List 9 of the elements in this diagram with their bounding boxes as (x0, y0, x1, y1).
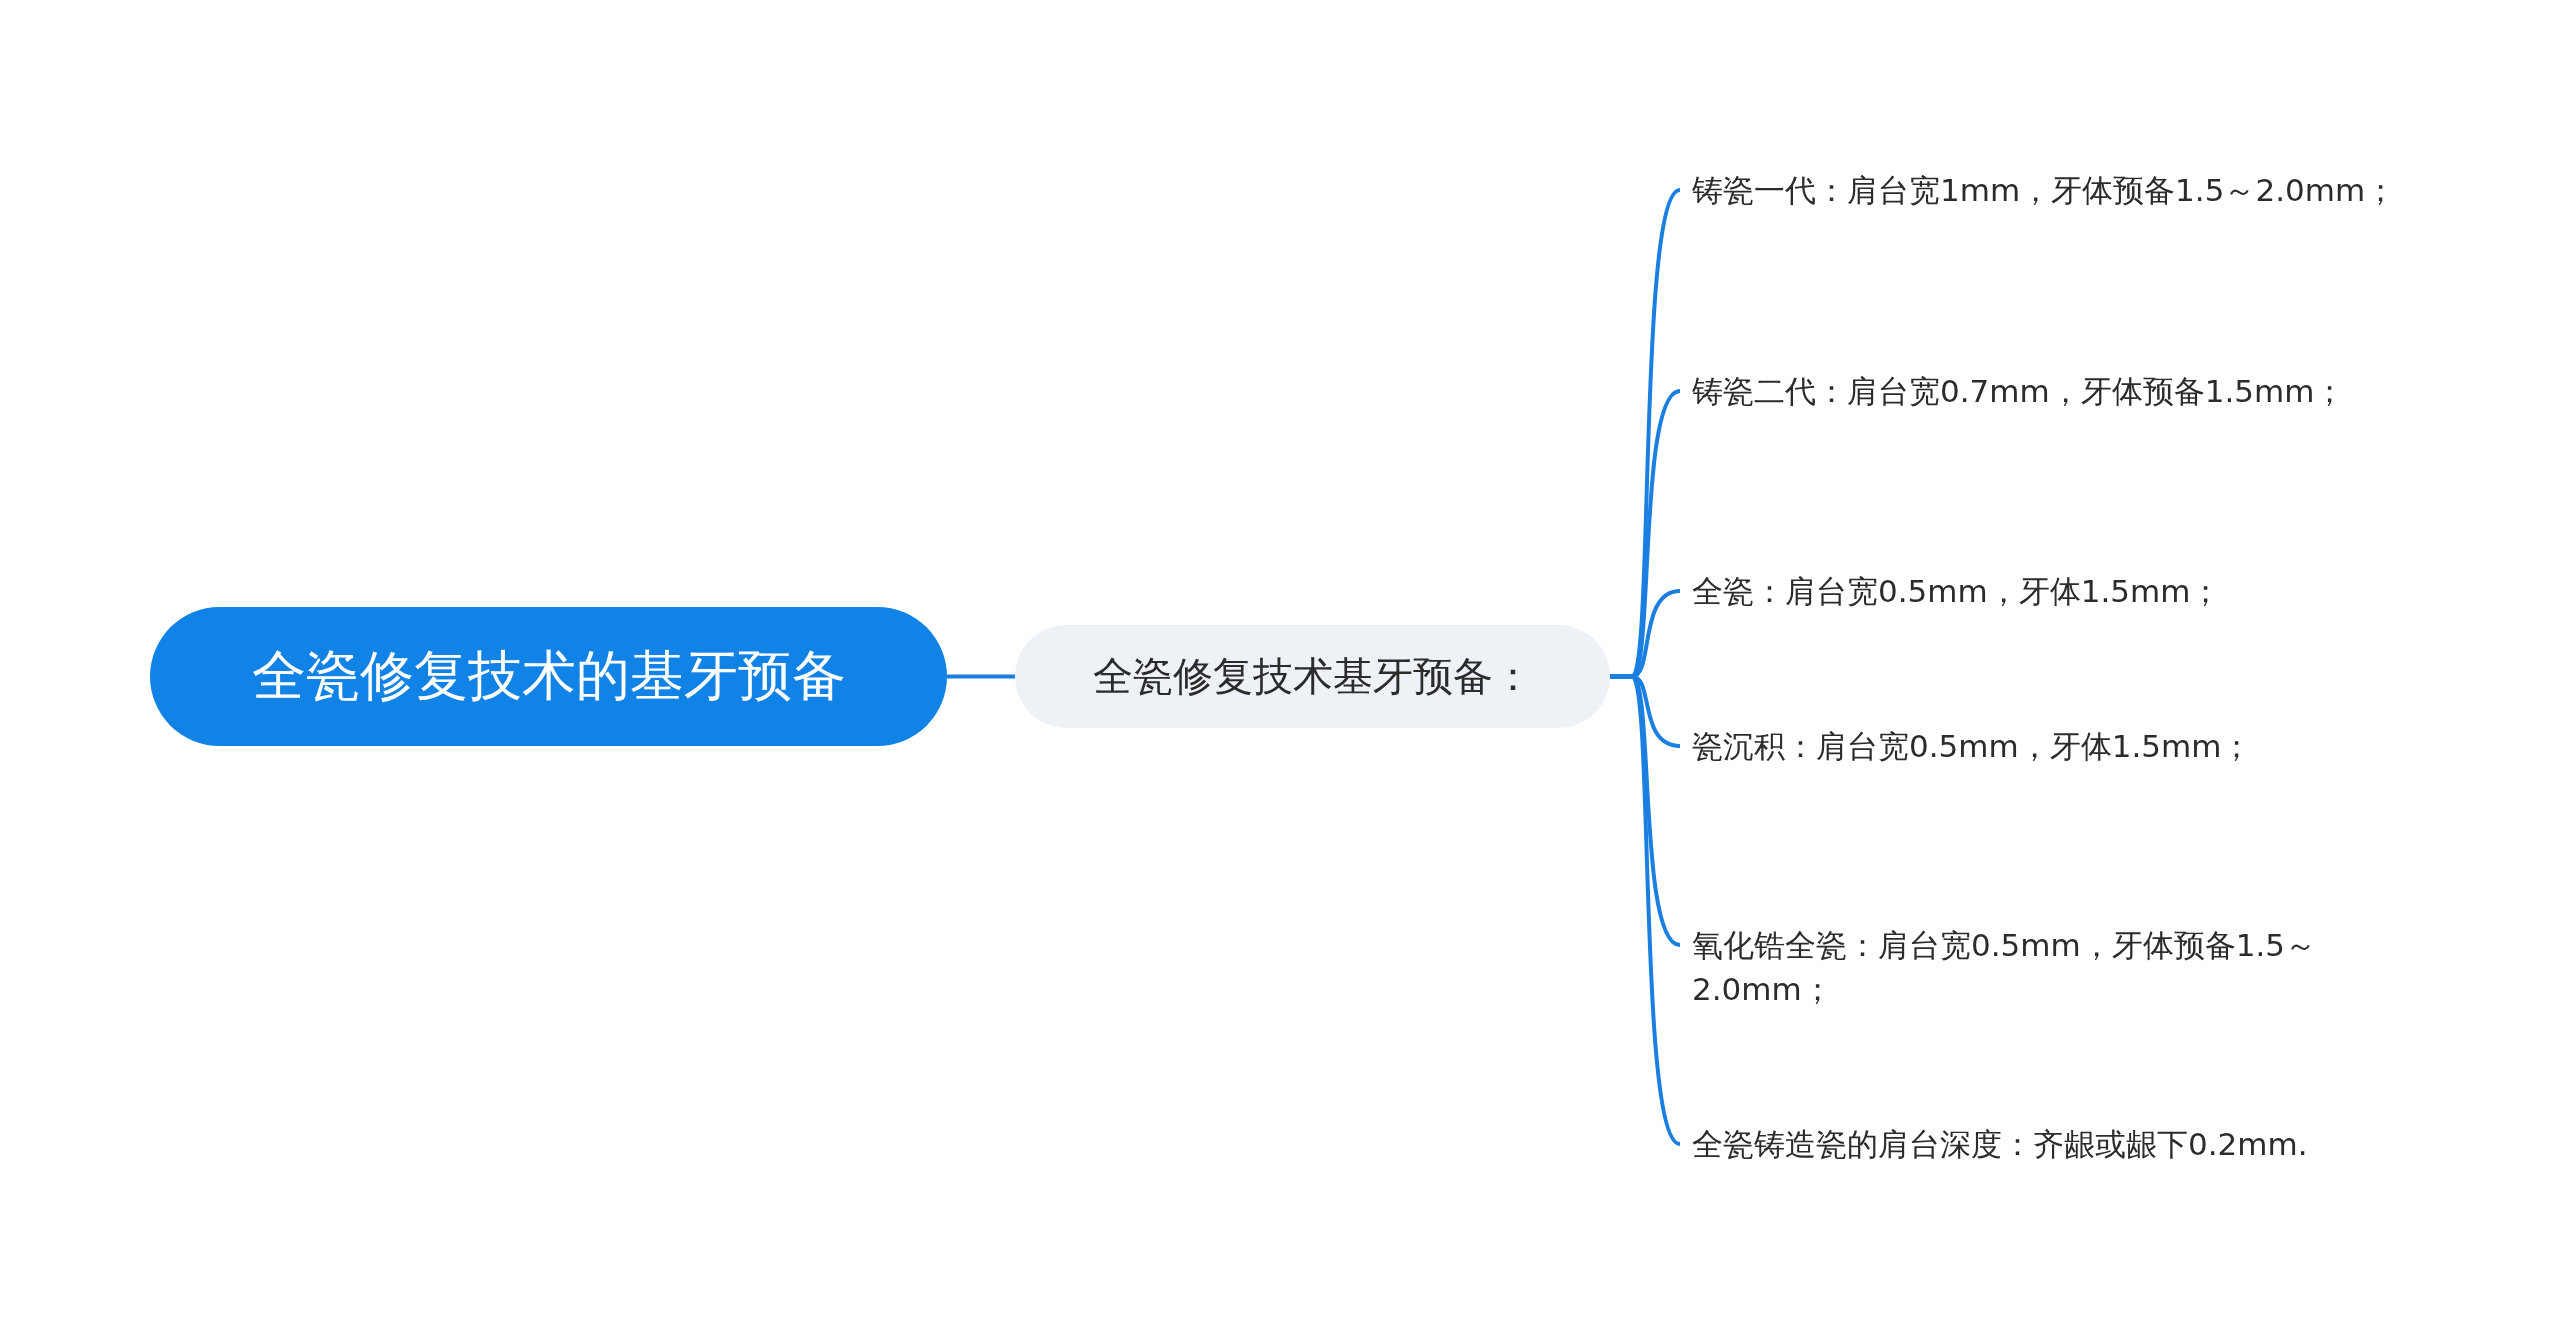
leaf-topic: 铸瓷二代：肩台宽0.7mm，牙体预备1.5mm； (1692, 369, 2412, 457)
leaf-topic: 全瓷：肩台宽0.5mm，牙体1.5mm； (1692, 569, 2412, 613)
root-topic: 全瓷修复技术的基牙预备 (150, 607, 947, 746)
leaf-topic: 瓷沉积：肩台宽0.5mm，牙体1.5mm； (1692, 724, 2412, 768)
leaf-topic: 铸瓷一代：肩台宽1mm，牙体预备1.5～2.0mm； (1692, 168, 2412, 256)
connector (947, 674, 1015, 679)
branch-topic: 全瓷修复技术基牙预备： (1015, 625, 1610, 728)
leaf-topic: 氧化锆全瓷：肩台宽0.5mm，牙体预备1.5～2.0mm； (1692, 923, 2412, 1011)
leaf-topic: 全瓷铸造瓷的肩台深度：齐龈或龈下0.2mm. (1692, 1122, 2412, 1166)
